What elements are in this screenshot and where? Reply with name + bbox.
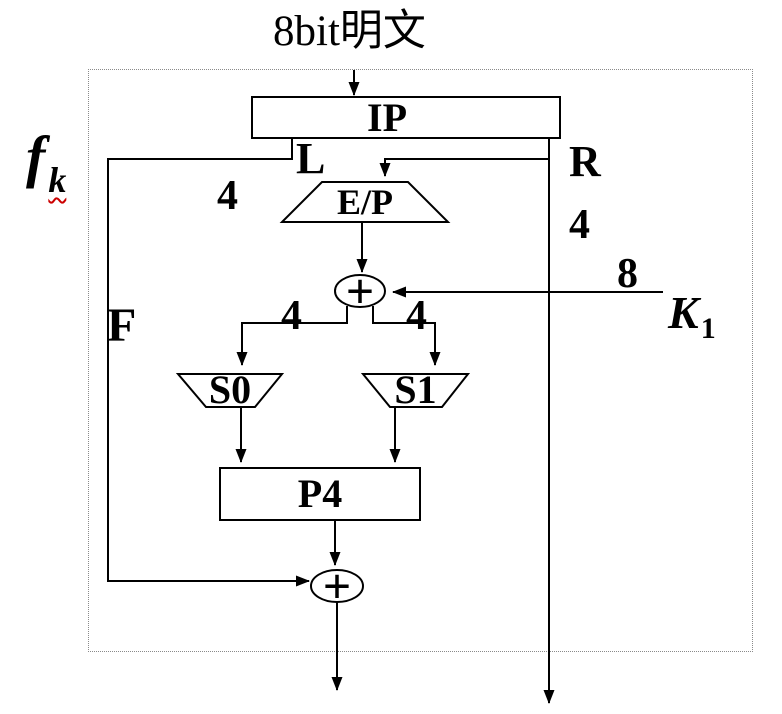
p4-box — [219, 467, 421, 521]
xor1-gate — [334, 274, 386, 308]
fk-subscript-label: k — [48, 160, 67, 200]
fk-base-label: f — [26, 124, 46, 189]
l-bits-label: 4 — [217, 173, 238, 219]
l-to-xor2-wire — [107, 138, 310, 587]
s1-label: S1 — [394, 367, 437, 412]
xor1-plus-icon: + — [345, 263, 375, 319]
fk-function-label: fk — [26, 128, 66, 199]
s0-box — [175, 373, 285, 408]
s1-box — [360, 373, 471, 408]
f-wire-label: F — [107, 299, 137, 352]
key-base-label: K — [668, 287, 699, 338]
r-bits-label: 4 — [569, 202, 590, 248]
p4-label: P4 — [297, 471, 343, 516]
l-wire-label: L — [296, 134, 326, 183]
r-to-ep-wire — [379, 158, 549, 177]
plaintext-label: 8bit明文 — [273, 8, 426, 55]
s0-bits-label: 4 — [281, 293, 302, 339]
key-subscript-label: 1 — [700, 312, 716, 345]
ep-label: E/P — [336, 182, 393, 222]
ep-box — [279, 181, 451, 223]
key-bits-label: 8 — [617, 251, 638, 297]
key-label: K1 — [668, 287, 716, 344]
xor2-plus-icon: + — [322, 558, 352, 614]
ip-box — [251, 96, 561, 139]
fk-boundary-box — [88, 69, 753, 652]
ip-label: IP — [367, 94, 407, 140]
s1-bits-label: 4 — [406, 293, 427, 339]
xor1-to-s0-wire — [236, 306, 348, 366]
r-wire-label: R — [569, 137, 601, 186]
xor1-to-s1-wire — [372, 306, 441, 366]
s0-label: S0 — [208, 367, 252, 412]
